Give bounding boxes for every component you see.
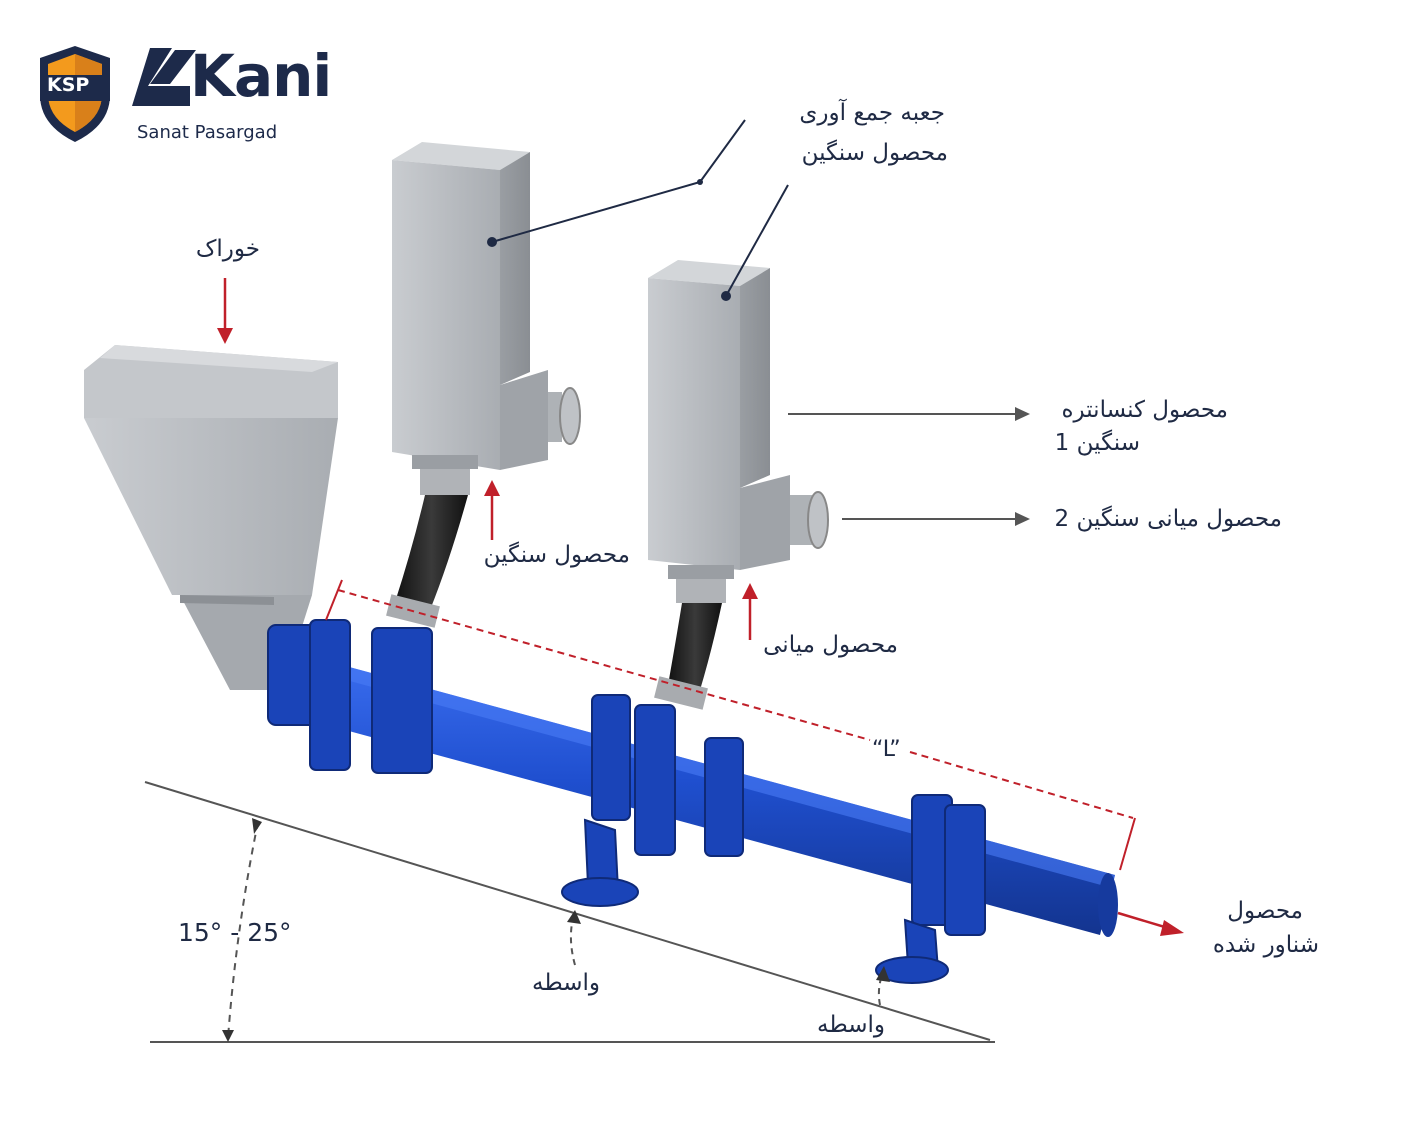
- leader-dot-middle-box: [721, 291, 731, 301]
- logo-tagline: Sanat Pasargad: [137, 122, 278, 143]
- angle-arrow-top: [252, 818, 262, 834]
- label-angle: 15° - 25°: [178, 918, 292, 947]
- logo-badge-text: KSP: [47, 74, 90, 96]
- angle-dimension: [227, 821, 259, 1039]
- ksp-shield-icon: [40, 46, 110, 142]
- feed-arrow-head: [217, 328, 233, 344]
- output-arrows: [788, 413, 1015, 520]
- label-middle-heavy-2: محصول میانی سنگین 2: [1054, 506, 1282, 532]
- length-dimension: [325, 579, 1136, 871]
- red-flow-arrows: [223, 278, 1169, 930]
- label-heavy-product: محصول سنگین: [483, 542, 630, 568]
- label-float-line1: محصول: [1227, 898, 1303, 924]
- label-middle-product: محصول میانی: [763, 632, 898, 658]
- label-medium-1: واسطه: [532, 970, 600, 996]
- middle-collection-box: [648, 260, 829, 570]
- medium-arrow-2-head: [876, 966, 890, 982]
- arrow-middle-heavy-head: [1015, 512, 1030, 526]
- heavy-collection-box: [392, 142, 581, 470]
- kani-k-icon: [132, 48, 196, 106]
- feed-hopper: [84, 345, 338, 690]
- label-heavy-box-line1: جعبه جمع آوری: [799, 100, 945, 126]
- separator-pipe: [267, 619, 1118, 984]
- label-heavy-box-line2: محصول سنگین: [801, 140, 948, 166]
- leader-joint: [697, 179, 703, 185]
- incline-line: [144, 781, 991, 1041]
- leader-dot-heavy-box: [487, 237, 497, 247]
- angle-arrow-bottom: [222, 1030, 234, 1042]
- medium-arrow-1-head: [567, 910, 581, 924]
- label-float-line2: شناور شده: [1212, 932, 1319, 958]
- middle-product-arrow-head: [742, 583, 758, 599]
- label-feed: خوراک: [195, 236, 260, 262]
- heavy-product-arrow-head: [484, 480, 500, 496]
- label-length: “L”: [872, 737, 901, 762]
- float-product-arrow-head: [1160, 920, 1184, 936]
- arrow-concentrate-head: [1015, 407, 1030, 421]
- middle-product-hose: [654, 565, 734, 710]
- label-medium-2: واسطه: [817, 1012, 885, 1038]
- label-concentrate-line1: محصول کنسانتره: [1061, 397, 1228, 423]
- logo-name: Kani: [190, 42, 332, 110]
- label-concentrate-line2: سنگین 1: [1054, 430, 1140, 456]
